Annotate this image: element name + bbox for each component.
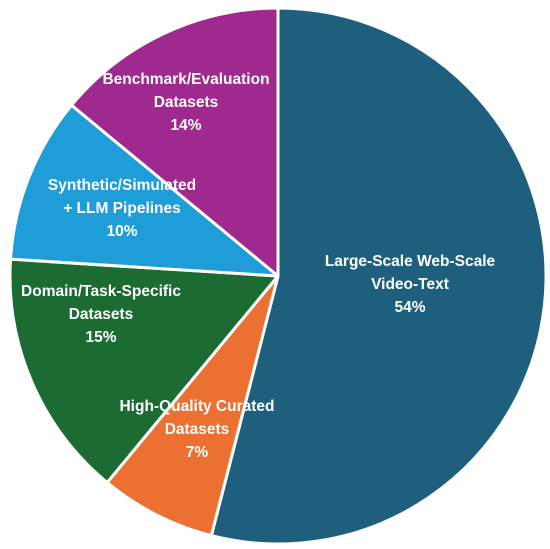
slice-label-line: Domain/Task-Specific <box>21 283 181 300</box>
pie-slice-2 <box>105 274 280 538</box>
slice-label-line: Datasets <box>69 306 134 323</box>
slice-label-line: Video-Text <box>371 276 449 293</box>
slice-label-line: High-Quality Curated <box>119 398 274 415</box>
pie-slices <box>8 6 548 546</box>
slice-label-line: + LLM Pipelines <box>63 200 181 217</box>
slice-label-line: Benchmark/Evaluation <box>102 71 269 88</box>
slice-value-label: 15% <box>85 329 116 346</box>
pie-slice-5 <box>70 6 280 278</box>
slice-label-line: Synthetic/Simulated <box>48 177 196 194</box>
slice-value-label: 54% <box>394 299 425 316</box>
slice-value-label: 14% <box>170 117 201 134</box>
slice-value-label: 7% <box>186 444 209 461</box>
slice-label-4: Synthetic/Simulated + LLM Pipelines 10% <box>48 177 196 240</box>
slice-label-line: Datasets <box>154 94 219 111</box>
pie-slice-3 <box>8 257 280 484</box>
slice-value-label: 10% <box>106 223 137 240</box>
pie-slice-1 <box>209 6 548 546</box>
pie-slice-4 <box>9 103 280 278</box>
slice-label-line: Large-Scale Web-Scale <box>325 253 496 270</box>
slice-label-line: Datasets <box>165 421 230 438</box>
